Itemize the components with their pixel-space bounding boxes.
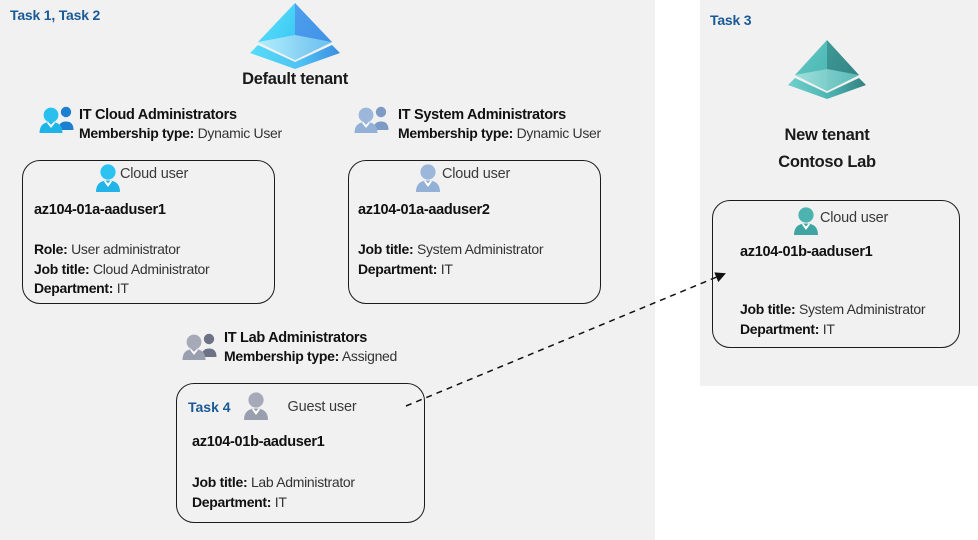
user-type-label: Guest user [287, 399, 357, 415]
group-membership: Membership type: Dynamic User [398, 124, 601, 143]
user-attrs-2: Job title: System Administrator Departme… [358, 240, 544, 280]
attr-value: IT [440, 260, 453, 277]
attr-label: Job title: [34, 260, 90, 277]
user-type-label: Cloud user [820, 210, 889, 226]
new-tenant-title-line2: Contoso Lab [778, 153, 876, 171]
user-card-header-1: Cloud user [120, 166, 188, 182]
group-name: IT System Administrators [398, 107, 566, 123]
attr-value: System Administrator [798, 301, 926, 317]
attr-value: IT [822, 320, 835, 337]
group-it-lab-administrators: IT Lab Administrators Membership type: A… [224, 329, 397, 366]
user-card-header-2: Cloud user [442, 166, 510, 182]
group-membership: Membership type: Dynamic User [79, 124, 282, 143]
user-attr-role: Role: User administrator [34, 240, 209, 260]
group-it-system-administrators: IT System Administrators Membership type… [398, 106, 601, 143]
user-card-header-3: Task 4 Guest user [188, 399, 357, 415]
user-attr-department: Department: IT [358, 260, 543, 280]
attr-value: IT [116, 280, 129, 296]
group-name: IT Cloud Administrators [79, 107, 237, 123]
membership-label: Membership type: [398, 125, 513, 141]
attr-label: Department: [192, 493, 272, 510]
default-tenant-panel [0, 0, 655, 540]
attr-label: Job title: [740, 301, 796, 317]
attr-label: Department: [740, 320, 820, 337]
user-attr-jobtitle: Job title: Lab Administrator [192, 473, 355, 493]
user-attr-department: Department: IT [740, 320, 925, 340]
task-label-guest: Task 4 [188, 399, 231, 415]
user-name-2: az104-01a-aaduser2 [358, 202, 490, 218]
user-attr-department: Department: IT [34, 279, 209, 299]
attr-value: IT [274, 493, 287, 510]
membership-value: Dynamic User [516, 125, 602, 141]
user-attr-department: Department: IT [192, 493, 355, 513]
user-card-header-4: Cloud user [820, 210, 888, 226]
group-it-cloud-administrators: IT Cloud Administrators Membership type:… [79, 106, 282, 143]
user-attr-jobtitle: Job title: Cloud Administrator [34, 260, 210, 280]
membership-label: Membership type: [79, 125, 194, 141]
attr-value: Cloud Administrator [92, 260, 210, 277]
attr-value: System Administrator [416, 241, 544, 257]
user-card-az104-01b-aaduser1-cloud[interactable] [712, 200, 960, 348]
user-card-az104-01a-aaduser1[interactable] [22, 160, 275, 304]
user-type-label: Cloud user [120, 166, 189, 182]
user-name-1: az104-01a-aaduser1 [34, 202, 166, 218]
user-attr-jobtitle: Job title: System Administrator [740, 300, 926, 320]
membership-value: Dynamic User [197, 125, 283, 141]
attr-label: Job title: [192, 474, 248, 490]
user-type-label: Cloud user [442, 166, 511, 182]
attr-value: Lab Administrator [250, 474, 355, 490]
user-card-az104-01b-aaduser1-guest[interactable] [176, 383, 425, 523]
user-attrs-1: Role: User administrator Job title: Clou… [34, 240, 210, 299]
attr-label: Department: [358, 260, 438, 277]
attr-label: Department: [34, 280, 114, 296]
attr-label: Role: [34, 241, 68, 257]
group-name: IT Lab Administrators [224, 330, 368, 346]
membership-value: Assigned [341, 348, 398, 364]
task-label-right: Task 3 [710, 12, 752, 28]
user-attrs-4: Job title: System Administrator Departme… [740, 300, 926, 340]
default-tenant-title: Default tenant [242, 70, 348, 88]
user-attr-jobtitle: Job title: System Administrator [358, 240, 544, 260]
user-name-3: az104-01b-aaduser1 [192, 434, 325, 450]
membership-label: Membership type: [224, 348, 339, 364]
attr-value: User administrator [71, 241, 181, 257]
user-name-4: az104-01b-aaduser1 [740, 244, 873, 260]
task-label-left: Task 1, Task 2 [10, 7, 101, 23]
user-card-az104-01a-aaduser2[interactable] [348, 160, 601, 304]
new-tenant-title-line1: New tenant [784, 126, 870, 144]
user-attrs-3: Job title: Lab Administrator Department:… [192, 473, 355, 512]
attr-label: Job title: [358, 241, 414, 257]
group-membership: Membership type: Assigned [224, 347, 397, 366]
